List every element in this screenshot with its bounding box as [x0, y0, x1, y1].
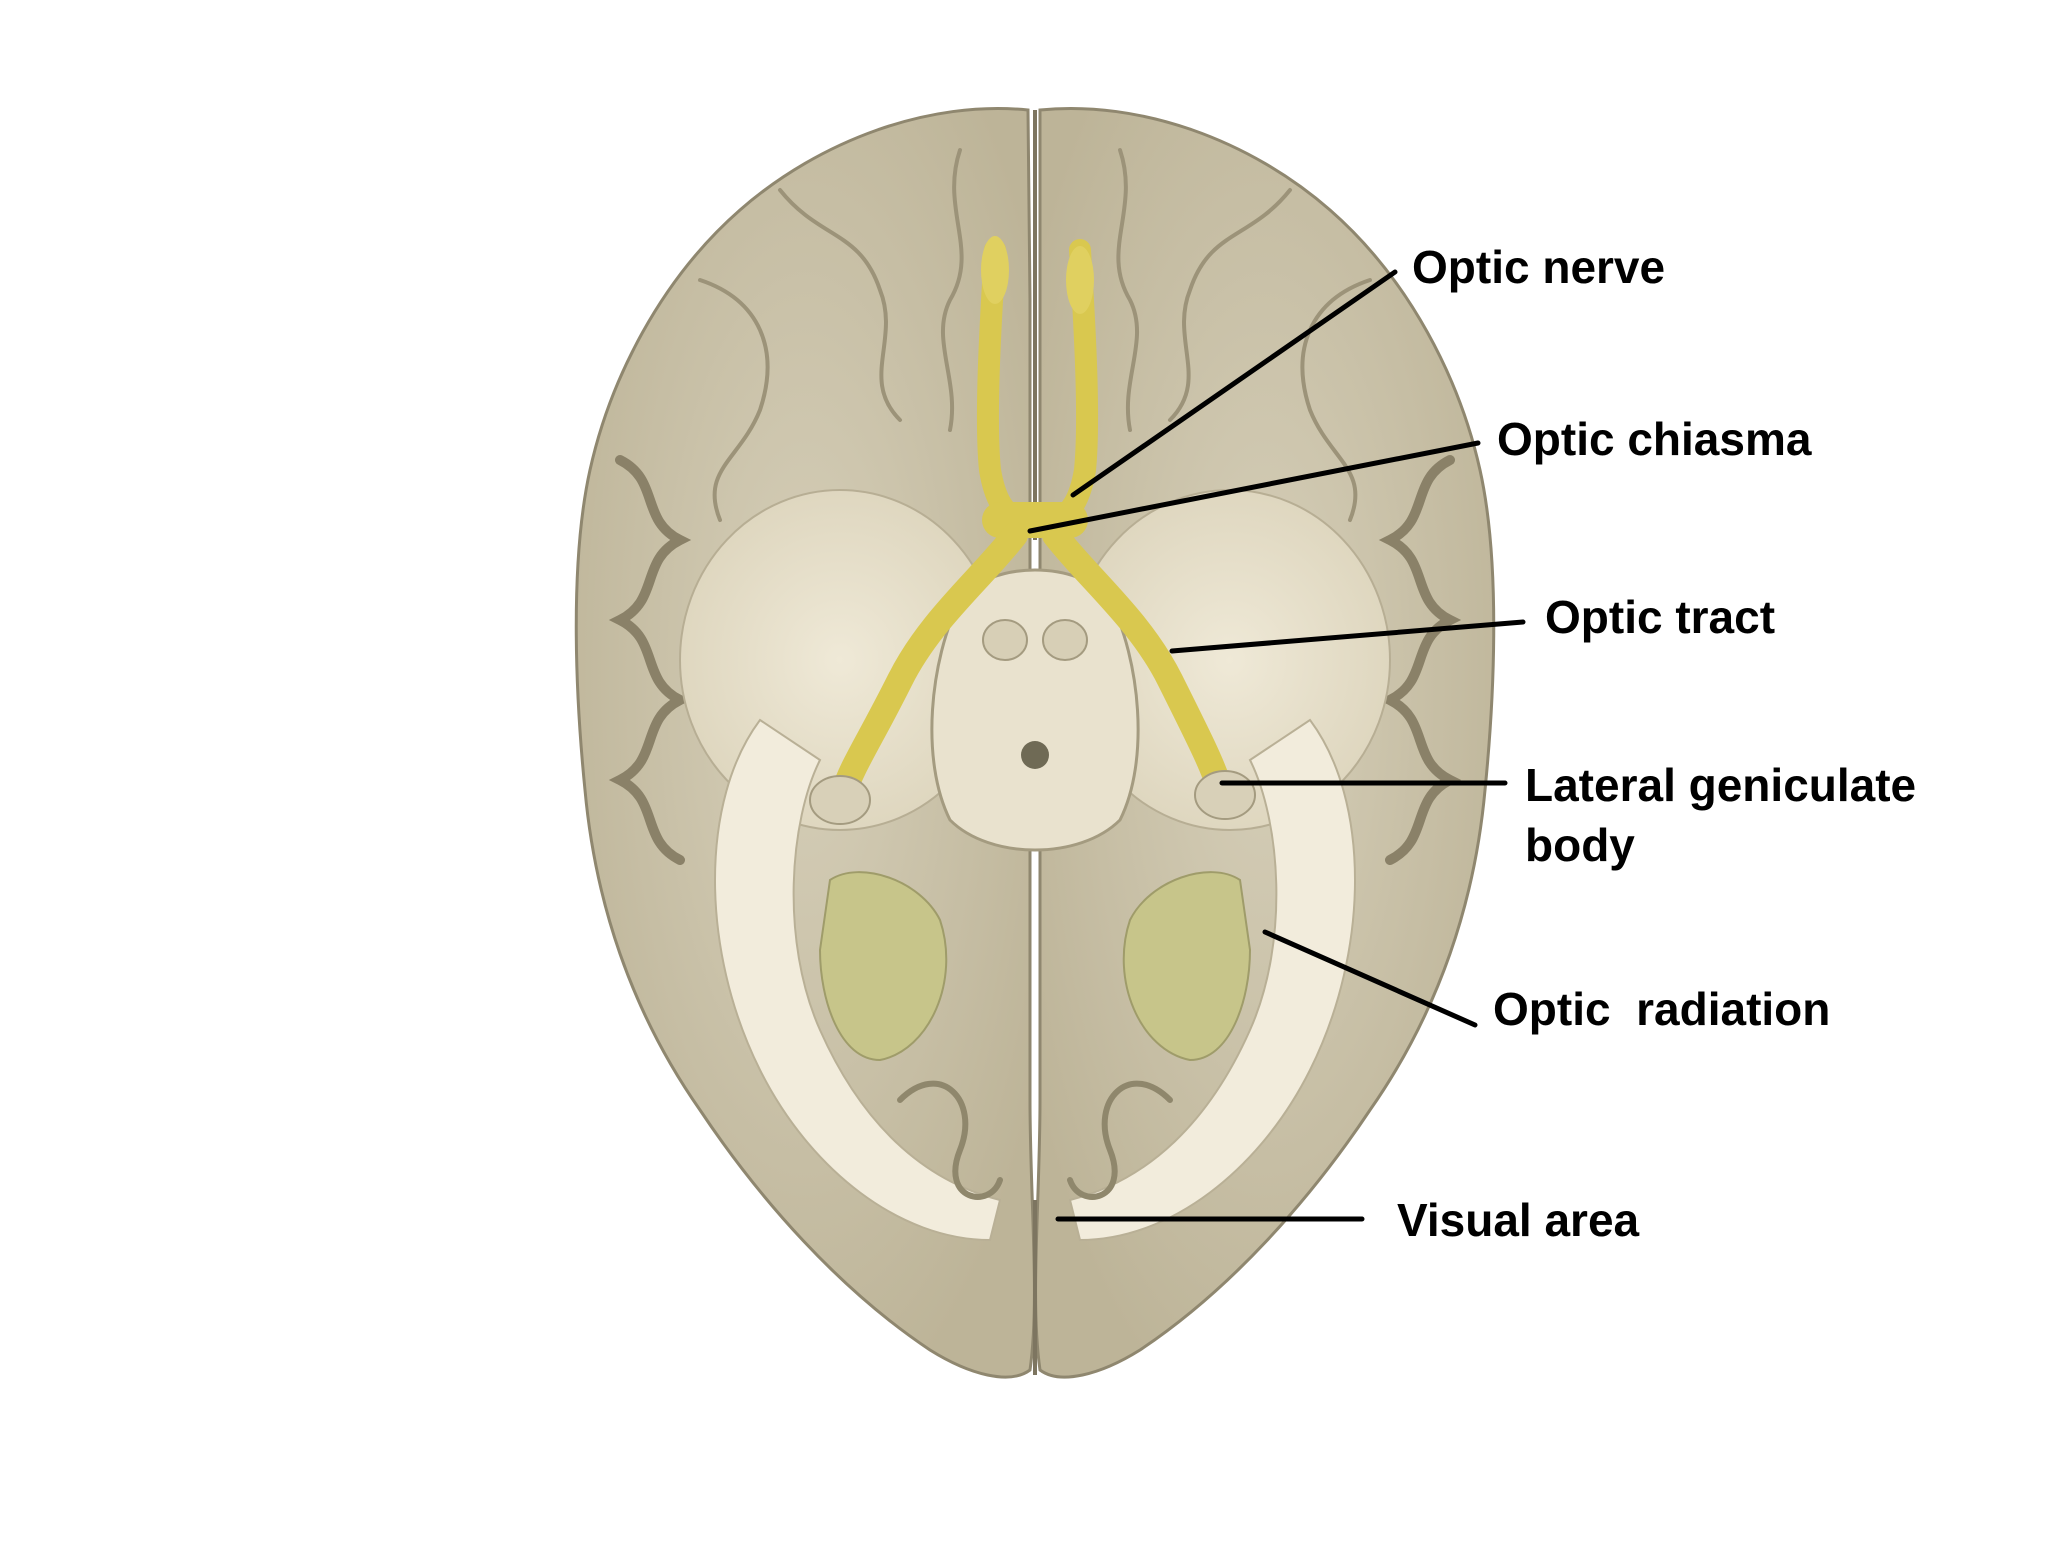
- optic-pathway: [832, 239, 1233, 803]
- leader-lines: [1027, 269, 1526, 1222]
- lgb-right: [1194, 770, 1256, 820]
- label-optic-chiasma: Optic chiasma: [1497, 413, 1812, 465]
- olfactory-bulb-right: [1066, 246, 1094, 314]
- optic-tract-left: [832, 522, 1028, 803]
- optic-radiation-right: [1068, 718, 1356, 1242]
- ventricle-right: [1122, 871, 1252, 1062]
- label-lateral-geniculate-line2: body: [1525, 819, 1635, 871]
- lgb-left: [809, 775, 871, 825]
- ventricle-left: [818, 871, 948, 1062]
- aqueduct: [1021, 741, 1049, 769]
- leader-optic-radiation: [1262, 929, 1478, 1028]
- optic-tract-right: [1042, 522, 1233, 803]
- optic-radiation-left: [714, 718, 1002, 1242]
- leader-optic-nerve: [1070, 269, 1398, 498]
- mammillary-body-right: [1042, 619, 1088, 661]
- occipital-folds: [897, 1080, 1173, 1200]
- leader-optic-chiasma: [1027, 440, 1481, 534]
- cortex-folds: [608, 455, 1462, 865]
- label-optic-nerve: Optic nerve: [1412, 241, 1666, 293]
- label-visual-area: Visual area: [1397, 1194, 1640, 1246]
- label-lateral-geniculate-body: Lateral geniculate body: [1525, 755, 1916, 875]
- olfactory-bulb-left: [981, 236, 1009, 304]
- label-optic-tract: Optic tract: [1545, 591, 1776, 643]
- frontal-gyri: [698, 148, 1372, 522]
- label-lateral-geniculate-line1: Lateral geniculate: [1525, 759, 1917, 811]
- leader-optic-tract: [1169, 619, 1526, 654]
- label-optic-radiation: Optic radiation: [1493, 983, 1831, 1035]
- mammillary-body-left: [982, 619, 1028, 661]
